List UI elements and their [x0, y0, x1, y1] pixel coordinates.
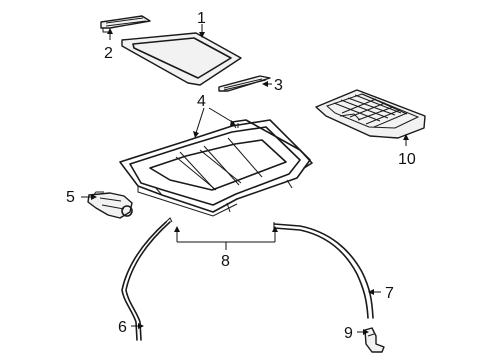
callout-8: 8 — [221, 253, 230, 270]
hose-clip-part — [364, 327, 385, 353]
leader-lines — [81, 24, 409, 335]
callout-2: 2 — [104, 45, 113, 62]
callout-9: 9 — [344, 325, 353, 342]
sunshade-part — [315, 89, 426, 139]
callout-labels: 1 2 3 4 5 6 7 8 9 10 — [66, 10, 416, 342]
callout-7: 7 — [385, 285, 394, 302]
drain-hose-right-part — [273, 222, 374, 319]
glass-panel-part — [121, 32, 242, 86]
callout-4: 4 — [197, 93, 206, 110]
sunroof-frame-part — [119, 119, 313, 217]
drain-hose-left-part — [121, 217, 173, 341]
side-seal-part — [218, 75, 271, 92]
sunroof-motor-part — [87, 191, 133, 219]
callout-3: 3 — [274, 77, 283, 94]
callout-5: 5 — [66, 189, 75, 206]
callout-10: 10 — [398, 151, 416, 168]
front-deflector-part — [100, 15, 151, 33]
callout-6: 6 — [118, 319, 127, 336]
callout-1: 1 — [197, 10, 206, 27]
